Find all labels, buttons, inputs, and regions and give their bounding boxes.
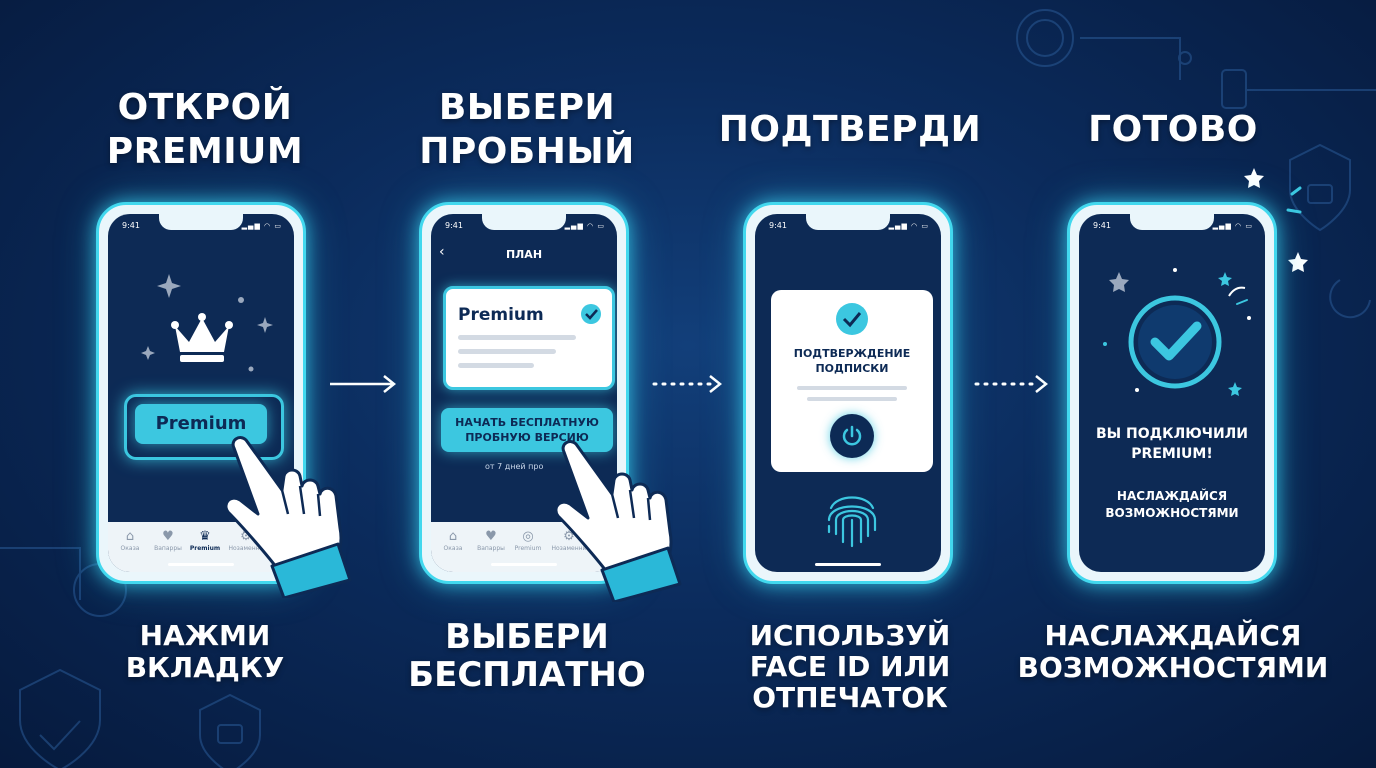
step-4: ГОТОВО 9:41 ▂▄▆ ◠ ▭ [1008,0,1338,768]
step-title: ОТКРОЙ PREMIUM [106,87,304,172]
tab-home[interactable]: ⌂Оказа [108,529,152,552]
step-title: ГОТОВО [1088,109,1258,150]
tab-favorites[interactable]: ♥Вапарры [146,529,190,552]
pointing-hand-icon [224,436,352,598]
settings-icon: ⚙ [563,529,575,544]
status-icons: ▂▄▆ ◠ ▭ [241,222,282,230]
home-indicator [491,563,557,566]
heart-icon: ♥ [485,529,497,544]
trial-footnote: от 7 дней про [485,462,544,471]
status-time: 9:41 [445,221,463,230]
step-1: ОТКРОЙ PREMIUM 9:41 ▂▄▆ ◠ ▭ [40,0,370,768]
tab-premium[interactable]: ♛Premium [183,529,227,552]
text-line-placeholder [807,397,897,401]
step-title: ПОДТВЕРДИ [718,109,982,150]
power-icon [842,425,862,446]
back-chevron-icon[interactable]: ‹ [439,244,445,260]
status-icons: ▂▄▆ ◠ ▭ [888,222,929,230]
tab-settings[interactable]: ⚙Нозаменни [224,529,268,552]
success-message: ВЫ ПОДКЛЮЧИЛИ PREMIUM! [1095,426,1249,462]
fingerprint-icon[interactable] [821,486,883,552]
crown-icon [171,313,233,362]
text-line-placeholder [458,335,576,340]
status-icons: ▂▄▆ ◠ ▭ [564,222,605,230]
step-caption: НАСЛАЖДАЙСЯ ВОЗМОЖНОСТЯМИ [1017,619,1329,684]
dotted-arrow-icon [652,375,723,393]
step-caption: ИСПОЛЬЗУЙ FACE ID ИЛИ ОТПЕЧАТОК [749,619,951,714]
pointing-hand-icon [554,440,682,602]
status-time: 9:41 [1093,221,1111,230]
power-button[interactable] [830,414,874,458]
step-caption: ВЫБЕРИ БЕСПЛАТНО [408,617,646,695]
home-icon: ⌂ [448,529,458,544]
step-3: ПОДТВЕРДИ 9:41 ▂▄▆ ◠ ▭ ПОДТВЕРЖДЕНИЕ ПОД… [685,0,1015,768]
premium-button-label: Premium [155,413,247,434]
tab-home[interactable]: ⌂Оказа [431,529,475,552]
step-title: ВЫБЕРИ ПРОБНЫЙ [419,87,635,172]
crown-icon: ◎ [522,529,534,544]
plan-card-title: Premium [458,305,544,325]
phone-screen: 9:41 ▂▄▆ ◠ ▭ ‹ ПЛАН Premium НАЧАТЬ БЕСПЛ… [431,214,617,572]
check-circle-icon [581,304,601,324]
screen-header: ПЛАН [505,248,543,261]
confirm-dialog: ПОДТВЕРЖДЕНИЕ ПОДПИСКИ [771,290,933,472]
success-submessage: НАСЛАЖДАЙСЯ ВОЗМОЖНОСТЯМИ [1105,489,1239,520]
status-icons: ▂▄▆ ◠ ▭ [1212,222,1253,230]
tab-premium[interactable]: ◎Premium [506,529,550,552]
tab-favorites[interactable]: ♥Вапарры [469,529,513,552]
status-time: 9:41 [122,221,140,230]
notch [1130,214,1214,230]
text-line-placeholder [797,386,907,390]
status-time: 9:41 [769,221,787,230]
notch [806,214,890,230]
check-circle-icon [1128,295,1222,389]
phone-frame: 9:41 ▂▄▆ ◠ ▭ ПОДТВЕРЖДЕНИЕ ПОДПИСКИ [743,202,953,584]
star-decoration [1244,168,1308,272]
notch [482,214,566,230]
text-line-placeholder [458,349,556,354]
sparkle-decoration [141,274,273,372]
arrow-icon [330,375,397,393]
dialog-title: ПОДТВЕРЖДЕНИЕ ПОДПИСКИ [793,347,911,375]
heart-icon: ♥ [162,529,174,544]
settings-icon: ⚙ [240,529,252,544]
start-free-trial-button[interactable]: НАЧАТЬ БЕСПЛАТНУЮ ПРОБНУЮ ВЕРСИЮ [441,408,613,452]
step-caption: НАЖМИ ВКЛАДКУ [125,619,285,684]
phone-screen: 9:41 ▂▄▆ ◠ ▭ Premium ⌂Оказа [108,214,294,572]
home-icon: ⌂ [125,529,135,544]
phone-frame: 9:41 ▂▄▆ ◠ ▭ ‹ ПЛАН Premium НАЧАТЬ БЕСПЛ… [419,202,629,584]
confetti-decoration [1103,268,1251,396]
home-indicator [815,563,881,566]
notch [159,214,243,230]
check-circle-icon [836,303,868,335]
premium-button-glow [124,394,284,460]
crown-icon: ♛ [199,529,211,544]
phone-screen: 9:41 ▂▄▆ ◠ ▭ ПОДТВЕРЖДЕНИЕ ПОДПИСКИ [755,214,941,572]
phone-frame: 9:41 ▂▄▆ ◠ ▭ ВЫ ПОДКЛЮЧИЛИ PREMI [1067,202,1277,584]
dotted-arrow-icon [974,375,1049,393]
text-line-placeholder [458,363,534,368]
phone-screen: 9:41 ▂▄▆ ◠ ▭ ВЫ ПОДКЛЮЧИЛИ PREMI [1079,214,1265,572]
plan-card[interactable]: Premium [443,286,615,390]
tab-settings[interactable]: ⚙Нозаменни [547,529,591,552]
step-2: ВЫБЕРИ ПРОБНЫЙ 9:41 ▂▄▆ ◠ ▭ ‹ ПЛАН Premi… [362,0,692,768]
home-indicator [168,563,234,566]
